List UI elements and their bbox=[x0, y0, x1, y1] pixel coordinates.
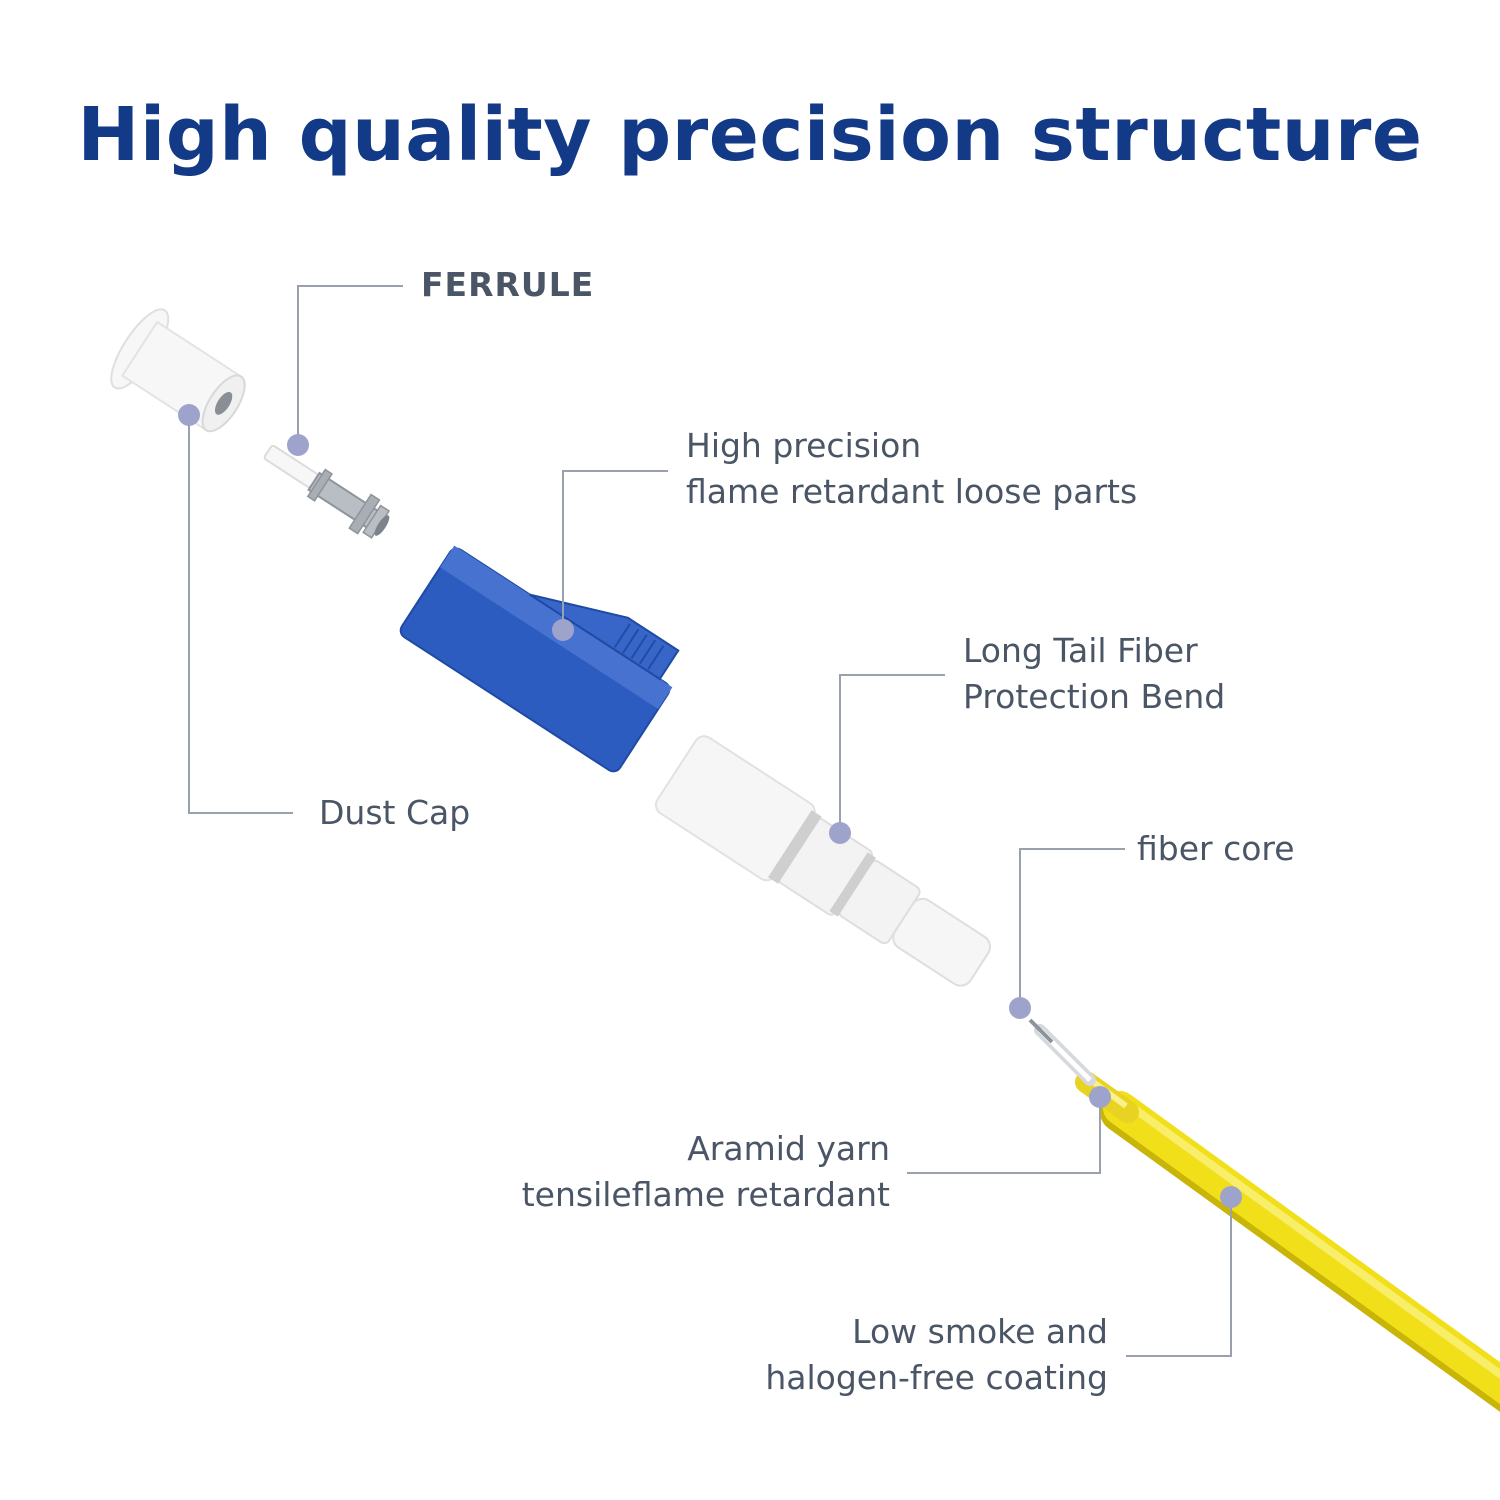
dust-cap-icon bbox=[110, 308, 246, 433]
label-long-tail: Long Tail Fiber Protection Bend bbox=[963, 628, 1225, 720]
dot-dust-cap bbox=[178, 404, 200, 426]
label-loose-parts-line2: flame retardant loose parts bbox=[686, 472, 1138, 511]
leader-aramid bbox=[907, 1097, 1101, 1174]
leader-fiber-core bbox=[1019, 848, 1125, 1008]
connector-housing-icon bbox=[399, 545, 680, 773]
leader-dust-cap bbox=[188, 415, 293, 814]
label-coating-line2: halogen-free coating bbox=[765, 1358, 1108, 1397]
label-aramid-line2: tensileflame retardant bbox=[521, 1175, 890, 1214]
label-dust-cap: Dust Cap bbox=[319, 790, 470, 836]
dot-long-tail bbox=[829, 822, 851, 844]
ferrule-icon bbox=[263, 444, 391, 539]
label-loose-parts: High precision flame retardant loose par… bbox=[686, 423, 1137, 515]
leader-long-tail bbox=[839, 674, 945, 833]
label-coating-line1: Low smoke and bbox=[852, 1312, 1108, 1351]
tail-boot-icon bbox=[654, 735, 992, 987]
dot-aramid bbox=[1089, 1086, 1111, 1108]
leader-lines bbox=[188, 285, 1232, 1357]
label-aramid: Aramid yarn tensileflame retardant bbox=[522, 1126, 890, 1218]
dot-fiber-core bbox=[1009, 997, 1031, 1019]
cable-icon bbox=[1075, 1071, 1500, 1412]
label-fiber-core-text: fiber core bbox=[1137, 829, 1295, 868]
label-long-tail-line1: Long Tail Fiber bbox=[963, 631, 1198, 670]
label-ferrule: FERRULE bbox=[421, 262, 594, 308]
label-dust-cap-text: Dust Cap bbox=[319, 793, 471, 832]
dot-coating bbox=[1220, 1186, 1242, 1208]
label-long-tail-line2: Protection Bend bbox=[963, 677, 1226, 716]
leader-coating bbox=[1126, 1197, 1232, 1357]
fiber-core-icon bbox=[1028, 1018, 1096, 1086]
label-coating: Low smoke and halogen-free coating bbox=[765, 1309, 1108, 1401]
label-fiber-core: fiber core bbox=[1137, 826, 1295, 872]
page-title: High quality precision structure bbox=[77, 92, 1423, 178]
leader-ferrule bbox=[297, 285, 403, 445]
dot-ferrule bbox=[287, 434, 309, 456]
label-loose-parts-line1: High precision bbox=[686, 426, 922, 465]
leader-dots bbox=[178, 404, 1242, 1208]
label-aramid-line1: Aramid yarn bbox=[687, 1129, 890, 1168]
leader-loose-parts bbox=[562, 470, 668, 630]
dot-loose-parts bbox=[552, 619, 574, 641]
label-ferrule-text: FERRULE bbox=[421, 265, 595, 304]
